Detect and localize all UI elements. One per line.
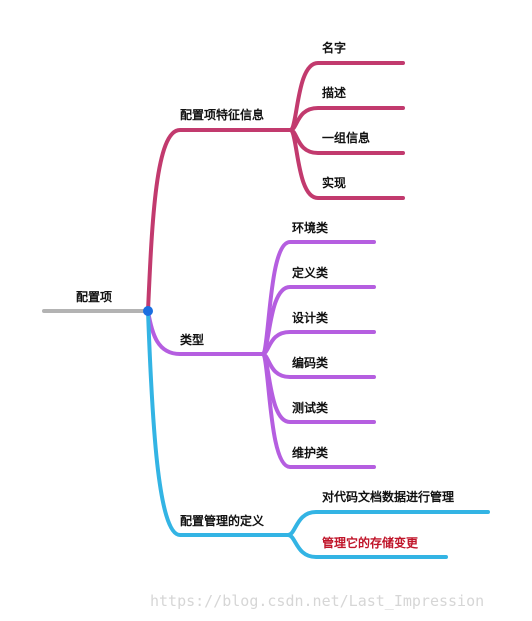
watermark: https://blog.csdn.net/Last_Impression: [150, 592, 484, 610]
branch-label-type: 类型: [180, 332, 204, 347]
branch-connector: [146, 309, 290, 537]
leaf-connector: [286, 533, 448, 559]
leaf-manage-code-docs-data: 对代码文档数据进行管理: [322, 489, 454, 504]
branch-label-cm-definition: 配置管理的定义: [180, 513, 265, 528]
leaf-connector: [260, 352, 376, 469]
leaf-connector: [288, 128, 405, 200]
leaf-description: 描述: [322, 85, 346, 100]
branch-feature-info: 配置项特征信息 名字 描述 一组信息 实现: [146, 40, 405, 313]
leaf-manage-storage-changes: 管理它的存储变更: [322, 535, 419, 550]
branch-cm-definition: 配置管理的定义 对代码文档数据进行管理 管理它的存储变更: [146, 309, 490, 559]
leaf-definition: 定义类: [292, 265, 329, 280]
branch-type: 类型 环境类 定义类 设计类 编码类 测试类 维护类: [146, 220, 376, 469]
leaf-testing: 测试类: [292, 400, 329, 415]
leaf-environment: 环境类: [292, 220, 329, 235]
leaf-name: 名字: [322, 40, 346, 55]
branch-label-feature-info: 配置项特征信息: [180, 107, 264, 122]
leaf-connector: [288, 106, 405, 132]
leaf-maintenance: 维护类: [292, 445, 329, 460]
leaf-implementation: 实现: [322, 175, 346, 190]
leaf-connector: [260, 330, 376, 356]
leaf-connector: [286, 510, 490, 537]
branch-connector: [146, 128, 292, 313]
leaf-connector: [288, 61, 405, 132]
leaf-coding: 编码类: [291, 355, 329, 370]
leaf-design: 设计类: [292, 310, 329, 325]
branch-connector: [146, 309, 264, 356]
root-node-dot: [143, 306, 153, 316]
leaf-info-group: 一组信息: [322, 130, 370, 145]
root-label: 配置项: [76, 289, 112, 304]
